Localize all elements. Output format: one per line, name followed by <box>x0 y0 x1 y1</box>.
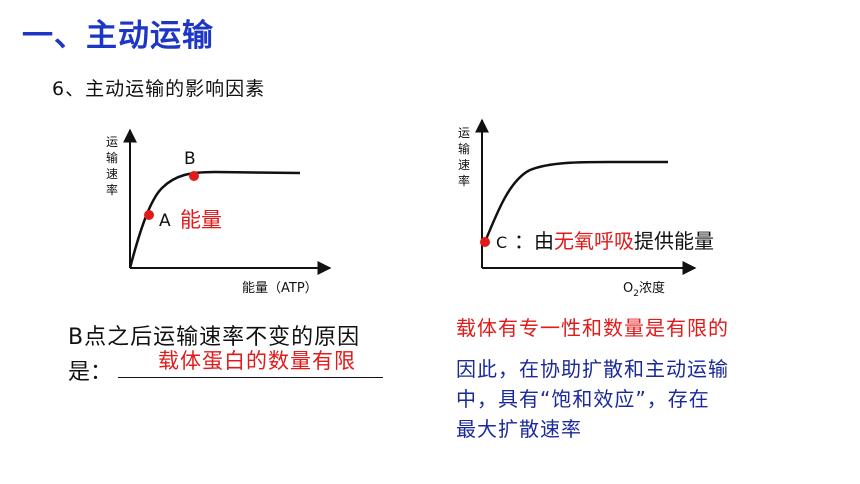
oxygen-graph-y-label-4: 率 <box>458 173 470 188</box>
question-line-2: 是： <box>68 360 113 385</box>
oxygen-graph-y-label-2: 输 <box>458 141 470 156</box>
page-title: 一、主动运输 <box>22 18 214 54</box>
saturation-note-line-3: 最大扩散速率 <box>456 417 582 441</box>
oxygen-graph-curve <box>483 160 668 243</box>
point-a-label: A <box>159 211 171 231</box>
energy-graph-y-label-1: 运 <box>106 135 118 149</box>
energy-graph-curve <box>128 170 301 269</box>
answer-blank-line <box>118 349 383 378</box>
saturation-note: 因此，在协助扩散和主动运输 中，具有“饱和效应”，存在 最大扩散速率 <box>456 354 796 444</box>
saturation-note-line-1: 因此，在协助扩散和主动运输 <box>456 357 729 381</box>
energy-graph-y-label-2: 输 <box>106 150 118 165</box>
oxygen-graph-y-label-1: 运 <box>458 126 470 140</box>
answer-text: 载体蛋白的数量有限 <box>158 349 356 373</box>
point-b-label: B <box>184 149 196 169</box>
oxygen-graph-x-label: O2浓度 <box>623 280 665 299</box>
energy-graph-y-label-3: 速 <box>106 167 118 181</box>
energy-graph-x-label: 能量（ATP） <box>242 281 318 296</box>
section-subtitle: 6、主动运输的影响因素 <box>52 78 266 100</box>
point-a-marker <box>144 210 154 220</box>
point-c-marker <box>480 237 490 247</box>
point-c-label: C <box>496 233 507 252</box>
point-b-marker <box>189 171 199 181</box>
energy-annotation: 能量 <box>180 208 222 232</box>
point-c-note: ：由无氧呼吸提供能量 <box>514 229 714 253</box>
oxygen-graph-y-label-3: 速 <box>458 158 470 172</box>
energy-graph-y-label-4: 率 <box>106 182 118 197</box>
question-line-1: B点之后运输速率不变的原因 <box>68 325 361 350</box>
carrier-limit-note: 载体有专一性和数量是有限的 <box>456 316 729 340</box>
saturation-note-line-2: 中，具有“饱和效应”，存在 <box>456 387 710 411</box>
